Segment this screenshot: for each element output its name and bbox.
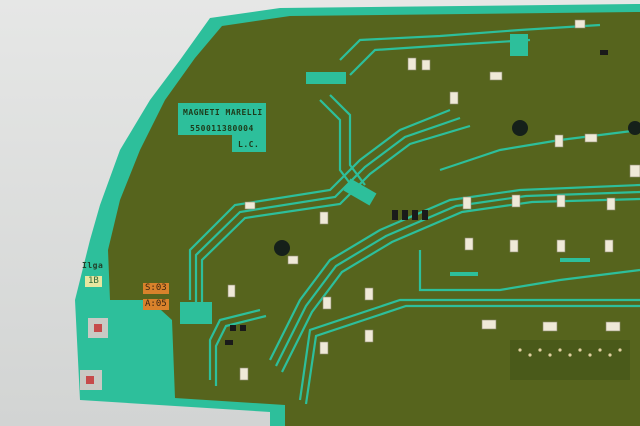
manufacturer-silkscreen: MAGNETI MARELLI <box>183 108 263 117</box>
vendor-mark: Ilga <box>82 261 104 270</box>
label-s: S:03 <box>143 283 169 294</box>
silkscreen-block <box>178 103 266 152</box>
code-silkscreen: L.C. <box>238 140 260 149</box>
traces <box>188 23 640 405</box>
revision-label: 1B <box>85 276 102 287</box>
part-number-silkscreen: 550011380004 <box>190 124 254 133</box>
components <box>80 19 640 390</box>
label-a: A:05 <box>143 299 169 310</box>
